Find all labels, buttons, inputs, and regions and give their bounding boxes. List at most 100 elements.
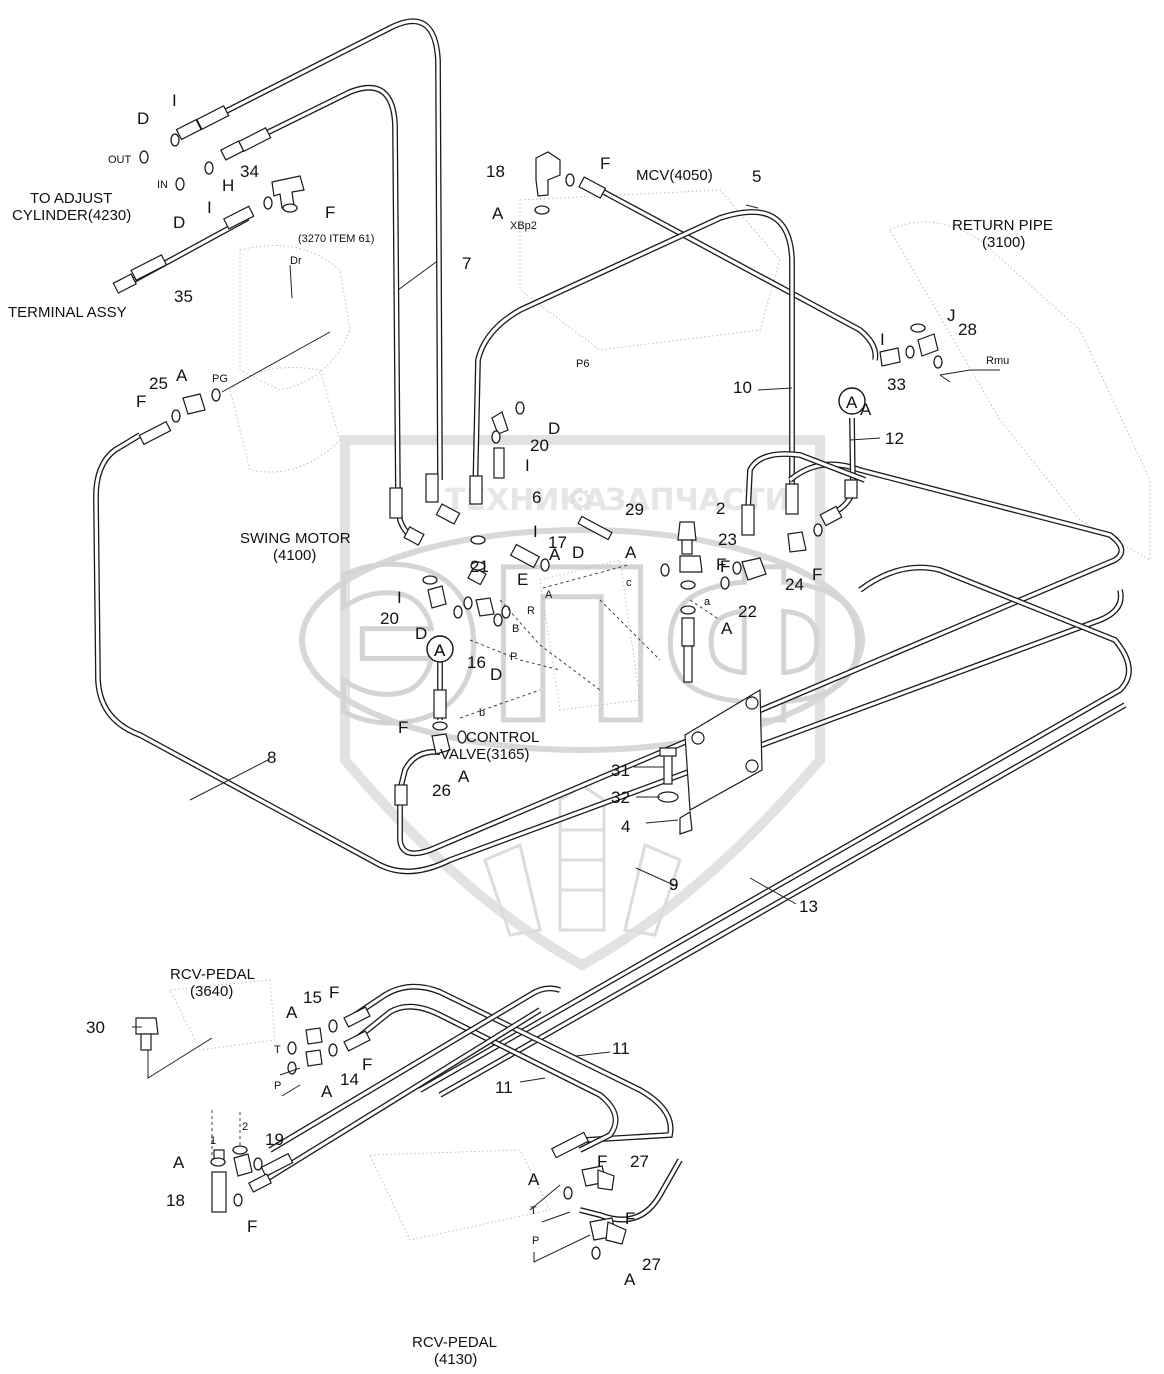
watermark-logo-letters: ЭПФ	[330, 525, 868, 770]
svg-text:B: B	[512, 623, 519, 635]
gear-icon: ⚙	[567, 483, 594, 518]
svg-text:E: E	[517, 570, 528, 589]
svg-text:D: D	[137, 109, 149, 128]
callout-rcv-pedal-bottom-code: (4130)	[434, 1351, 477, 1368]
svg-text:33: 33	[887, 375, 906, 394]
svg-text:18: 18	[486, 162, 505, 181]
o-rings	[139, 133, 943, 1260]
svg-text:I: I	[397, 588, 402, 607]
svg-text:D: D	[173, 213, 185, 232]
svg-text:P: P	[510, 651, 517, 663]
svg-text:F: F	[812, 565, 822, 584]
svg-text:I: I	[525, 456, 530, 475]
svg-text:XBp2: XBp2	[510, 220, 537, 232]
watermark-ellipse	[299, 527, 865, 753]
leader-lines	[132, 204, 1000, 1263]
svg-text:P: P	[274, 1080, 281, 1092]
svg-text:8: 8	[267, 748, 276, 767]
callout-swing-motor: SWING MOTOR	[240, 530, 351, 547]
svg-text:D: D	[415, 624, 427, 643]
svg-text:b: b	[479, 707, 485, 719]
svg-text:F: F	[398, 718, 408, 737]
svg-text:20: 20	[380, 609, 399, 628]
svg-text:I: I	[172, 91, 177, 110]
svg-text:35: 35	[174, 287, 193, 306]
svg-text:28: 28	[958, 320, 977, 339]
svg-text:F: F	[247, 1217, 257, 1236]
svg-text:7: 7	[462, 254, 471, 273]
svg-text:5: 5	[752, 167, 761, 186]
svg-text:J: J	[947, 306, 956, 325]
svg-text:Dr: Dr	[290, 255, 302, 267]
svg-text:A: A	[458, 767, 470, 786]
svg-text:20: 20	[530, 436, 549, 455]
svg-text:26: 26	[432, 781, 451, 800]
watermark-brand-right: ЗАПЧАСТИ	[605, 483, 790, 518]
pipe-10	[472, 209, 795, 501]
svg-text:I: I	[207, 198, 212, 217]
svg-text:A: A	[176, 366, 188, 385]
svg-text:A: A	[434, 641, 446, 660]
svg-text:27: 27	[630, 1152, 649, 1171]
svg-text:31: 31	[611, 761, 630, 780]
svg-text:A: A	[545, 589, 553, 601]
callout-rcv-pedal-top-code: (3640)	[190, 983, 233, 1000]
svg-text:30: 30	[86, 1018, 105, 1037]
svg-text:27: 27	[642, 1255, 661, 1274]
callout-control-valve-code: VALVE(3165)	[440, 746, 530, 763]
svg-text:F: F	[625, 1209, 635, 1228]
svg-text:18: 18	[166, 1191, 185, 1210]
svg-text:F: F	[600, 154, 610, 173]
svg-text:R: R	[527, 605, 535, 617]
item-numbers: 2 4 5 6 7 8 9 10 11 11 12 13 14 15 16 17…	[86, 162, 977, 1274]
svg-text:12: 12	[885, 429, 904, 448]
callout-cylinder: CYLINDER(4230)	[12, 207, 131, 224]
svg-text:21: 21	[470, 557, 489, 576]
svg-text:T: T	[274, 1044, 281, 1056]
svg-text:A: A	[286, 1003, 298, 1022]
svg-text:10: 10	[733, 378, 752, 397]
watermark: ТЕХНИКА ⚙ ЗАПЧАСТИ ЭПФ	[299, 435, 871, 971]
callout-control-valve: CONTROL	[466, 729, 539, 746]
svg-text:19: 19	[265, 1130, 284, 1149]
svg-text:13: 13	[799, 897, 818, 916]
svg-text:6: 6	[532, 488, 541, 507]
svg-text:32: 32	[611, 788, 630, 807]
svg-text:IN: IN	[157, 179, 168, 191]
callout-rcv-pedal-bottom: RCV-PEDAL	[412, 1334, 497, 1351]
svg-text:F: F	[329, 983, 339, 1002]
fittings	[112, 105, 939, 1245]
svg-text:14: 14	[340, 1070, 359, 1089]
svg-text:P: P	[532, 1235, 539, 1247]
svg-text:I: I	[880, 330, 885, 349]
svg-text:34: 34	[240, 162, 259, 181]
svg-text:23: 23	[718, 530, 737, 549]
svg-text:24: 24	[785, 575, 804, 594]
callout-return-pipe-code: (3100)	[982, 234, 1025, 251]
svg-text:A: A	[173, 1153, 185, 1172]
callout-terminal-assy: TERMINAL ASSY	[8, 304, 127, 321]
wheat-icon	[483, 783, 682, 937]
svg-text:A: A	[492, 204, 504, 223]
callout-rcv-pedal-top: RCV-PEDAL	[170, 966, 255, 983]
svg-text:F: F	[720, 557, 730, 576]
svg-text:25: 25	[149, 374, 168, 393]
svg-text:H: H	[222, 176, 234, 195]
svg-text:A: A	[321, 1082, 333, 1101]
svg-text:PG: PG	[212, 373, 228, 385]
pipes	[93, 18, 1132, 1223]
svg-text:11: 11	[612, 1039, 630, 1058]
svg-text:F: F	[362, 1055, 372, 1074]
callouts: TO ADJUST CYLINDER(4230) TERMINAL ASSY M…	[8, 167, 1053, 1368]
svg-text:22: 22	[738, 602, 757, 621]
svg-text:a: a	[704, 596, 711, 608]
svg-text:2: 2	[242, 1121, 248, 1133]
port-letters: A A A A A A A A A A A A A D D D D D D E …	[136, 91, 956, 1289]
ghost-components	[169, 189, 1151, 1241]
svg-text:17: 17	[548, 533, 567, 552]
circle-ref-a-left: A	[426, 635, 454, 663]
svg-text:F: F	[136, 392, 146, 411]
svg-text:OUT: OUT	[108, 154, 132, 166]
svg-text:1: 1	[210, 1135, 216, 1147]
